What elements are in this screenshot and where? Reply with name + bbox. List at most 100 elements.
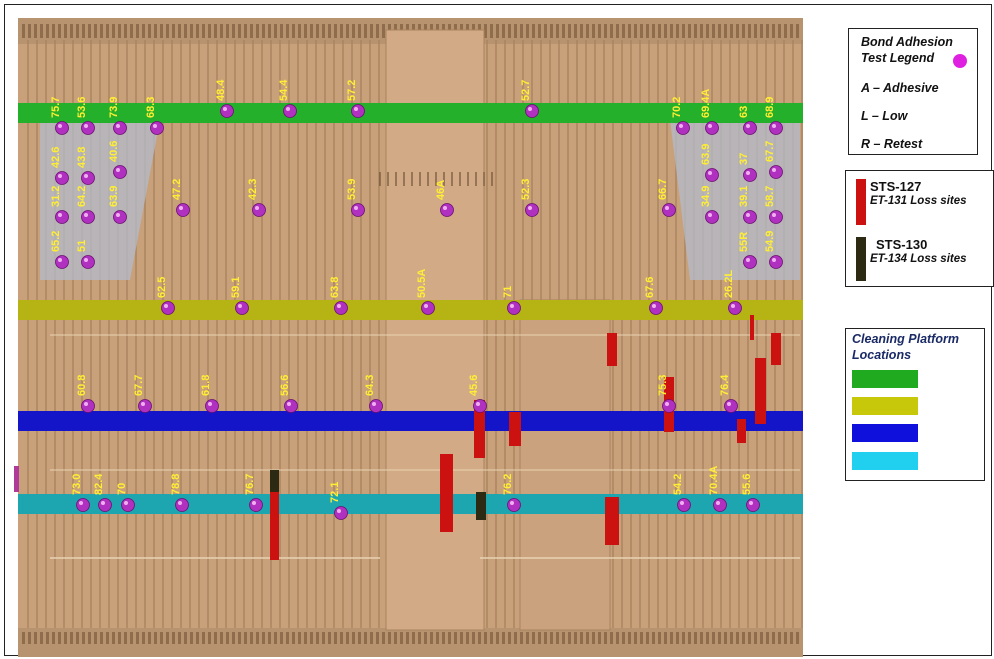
sts130-subtitle: ET-134 Loss sites xyxy=(870,253,967,265)
top-crenel xyxy=(190,24,193,38)
top-crenel xyxy=(706,24,709,38)
top-crenel xyxy=(250,24,253,38)
adhesion-test-marker xyxy=(235,301,249,315)
adhesion-test-marker xyxy=(746,498,760,512)
top-crenel xyxy=(790,24,793,38)
bottom-crenel xyxy=(502,632,505,644)
bond-legend-item-retest: R – Retest xyxy=(861,137,923,151)
marker-highlight xyxy=(238,304,242,308)
bottom-crenel xyxy=(250,632,253,644)
bond-value-label: 62.5 xyxy=(156,277,168,298)
bond-value-label: 54.9 xyxy=(764,231,776,252)
bottom-crenel xyxy=(736,632,739,644)
bottom-crenel xyxy=(406,632,409,644)
marker-highlight xyxy=(746,258,750,262)
top-crenel xyxy=(82,24,85,38)
bottom-crenel xyxy=(160,632,163,644)
edge-tab xyxy=(14,466,19,492)
bottom-crenel xyxy=(184,632,187,644)
bond-value-label: 65.2 xyxy=(50,231,62,252)
marker-highlight xyxy=(208,402,212,406)
bottom-crenel xyxy=(754,632,757,644)
bottom-crenel xyxy=(784,632,787,644)
bottom-crenel xyxy=(796,632,799,644)
top-crenel xyxy=(292,24,295,38)
top-crenel xyxy=(574,24,577,38)
bottom-crenel xyxy=(256,632,259,644)
platform-swatch-olive xyxy=(852,397,918,415)
top-crenel xyxy=(508,24,511,38)
sts130-swatch xyxy=(856,237,866,281)
bottom-crenel xyxy=(76,632,79,644)
bottom-crenel xyxy=(556,632,559,644)
bottom-crenel xyxy=(730,632,733,644)
bottom-crenel xyxy=(268,632,271,644)
marker-highlight xyxy=(153,124,157,128)
bottom-crenel xyxy=(778,632,781,644)
bond-value-label: 55.6 xyxy=(741,474,753,495)
adhesion-marker-icon xyxy=(953,54,967,68)
marker-highlight xyxy=(652,304,656,308)
marker-highlight xyxy=(749,501,753,505)
adhesion-test-marker xyxy=(705,168,719,182)
marker-highlight xyxy=(79,501,83,505)
marker-highlight xyxy=(746,171,750,175)
top-crenel xyxy=(742,24,745,38)
bottom-crenel xyxy=(748,632,751,644)
bond-value-label: 70.2 xyxy=(671,97,683,118)
bottom-crenel xyxy=(382,632,385,644)
top-crenel xyxy=(76,24,79,38)
platform-band-olive xyxy=(18,300,803,320)
top-crenel xyxy=(142,24,145,38)
bottom-crenel xyxy=(82,632,85,644)
bottom-crenel xyxy=(616,632,619,644)
bottom-crenel xyxy=(274,632,277,644)
top-crenel xyxy=(562,24,565,38)
bond-value-label: 71 xyxy=(502,286,514,298)
top-crenel xyxy=(610,24,613,38)
bottom-crenel xyxy=(634,632,637,644)
bond-value-label: 57.2 xyxy=(346,80,358,101)
top-crenel xyxy=(364,24,367,38)
top-crenel xyxy=(178,24,181,38)
marker-highlight xyxy=(58,258,62,262)
marker-highlight xyxy=(716,501,720,505)
top-crenel xyxy=(568,24,571,38)
top-crenel xyxy=(40,24,43,38)
bond-value-label: 58.7 xyxy=(764,186,776,207)
bottom-crenel xyxy=(550,632,553,644)
top-crenel xyxy=(46,24,49,38)
bottom-crenel xyxy=(46,632,49,644)
top-crenel xyxy=(322,24,325,38)
top-crenel xyxy=(244,24,247,38)
adhesion-test-marker xyxy=(677,498,691,512)
bottom-crenel xyxy=(304,632,307,644)
top-crenel xyxy=(130,24,133,38)
adhesion-test-marker xyxy=(113,165,127,179)
bottom-crenel xyxy=(262,632,265,644)
adhesion-test-marker xyxy=(507,498,521,512)
bond-value-label: 63.9 xyxy=(108,186,120,207)
bond-value-label: 51 xyxy=(76,240,88,252)
bottom-crenel xyxy=(496,632,499,644)
marker-highlight xyxy=(84,258,88,262)
bond-value-label: 37 xyxy=(738,153,750,165)
top-crenel xyxy=(370,24,373,38)
top-crenel xyxy=(208,24,211,38)
bottom-crenel xyxy=(508,632,511,644)
top-crenel xyxy=(304,24,307,38)
adhesion-test-marker xyxy=(113,210,127,224)
bottom-crenel xyxy=(214,632,217,644)
bottom-crenel xyxy=(220,632,223,644)
marker-highlight xyxy=(731,304,735,308)
bottom-crenel xyxy=(772,632,775,644)
adhesion-test-marker xyxy=(769,210,783,224)
top-crenel xyxy=(94,24,97,38)
bottom-crenel xyxy=(604,632,607,644)
bond-value-label: 53.9 xyxy=(346,179,358,200)
marker-highlight xyxy=(116,168,120,172)
marker-highlight xyxy=(84,213,88,217)
bottom-crenel xyxy=(280,632,283,644)
bond-value-label: 64.3 xyxy=(364,375,376,396)
marker-highlight xyxy=(58,213,62,217)
